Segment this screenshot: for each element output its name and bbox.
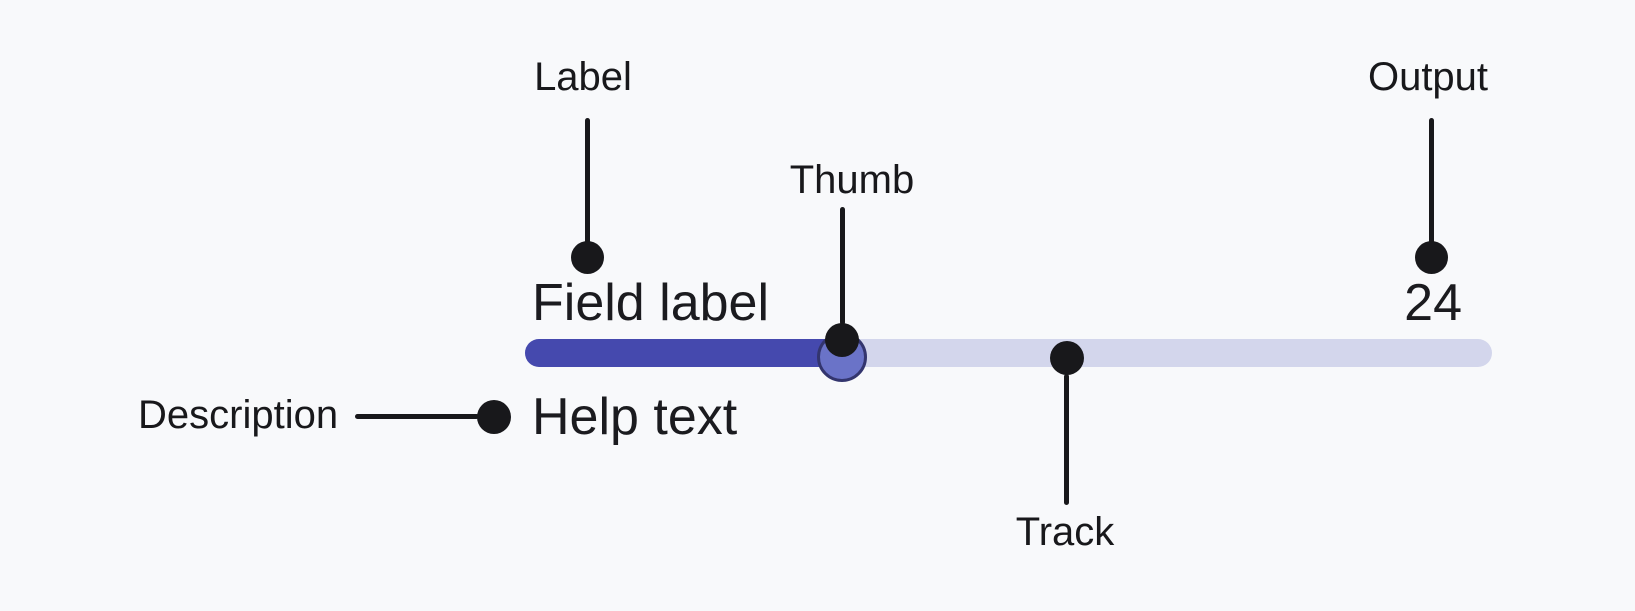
annotation-label-pointer-dot [571,241,604,274]
annotation-description-pointer-line [355,414,479,419]
slider-help-text: Help text [532,388,738,446]
annotation-label: Label [534,55,632,99]
annotation-track: Track [1015,510,1115,554]
annotation-track-pointer-line [1064,374,1069,505]
annotation-output: Output [1367,55,1489,99]
annotation-thumb-pointer-dot [825,323,859,357]
slider-output-value: 24 [1404,274,1462,332]
slider-track[interactable] [525,339,1492,367]
annotation-thumb: Thumb [789,158,915,202]
slider-field-label: Field label [532,274,770,332]
annotation-description-pointer-dot [477,400,511,434]
annotation-description: Description [138,393,339,437]
annotation-label-pointer-line [585,118,590,244]
annotation-track-pointer-dot [1050,341,1084,375]
slider-track-fill [525,339,845,367]
annotation-output-pointer-dot [1415,241,1448,274]
annotation-output-pointer-line [1429,118,1434,244]
annotation-thumb-pointer-line [840,207,845,325]
